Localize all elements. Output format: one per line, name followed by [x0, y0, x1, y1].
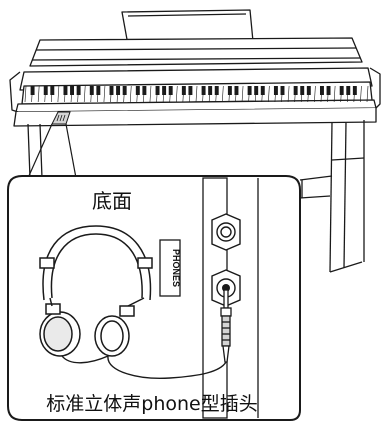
white-key-edge	[83, 85, 86, 103]
white-key-edge	[195, 85, 198, 103]
black-key	[352, 86, 357, 95]
black-key	[319, 86, 324, 95]
white-key-edge	[24, 85, 27, 103]
black-key	[234, 86, 239, 95]
black-key	[273, 86, 278, 95]
white-key-edge	[241, 85, 244, 103]
black-key	[201, 86, 206, 95]
black-key	[76, 86, 81, 95]
white-key-edge	[333, 85, 336, 103]
black-key	[214, 86, 219, 95]
black-key	[122, 86, 127, 95]
white-key-edge	[366, 85, 369, 103]
headphones-illustration	[39, 225, 153, 357]
white-key-edge	[57, 85, 60, 103]
bottom-panel-label: 底面	[92, 189, 132, 213]
black-key	[135, 86, 140, 95]
phones-label: PHONES	[171, 249, 181, 287]
black-key	[70, 86, 75, 95]
white-key-edge	[175, 85, 178, 103]
black-key	[168, 86, 173, 95]
black-key	[293, 86, 298, 95]
white-key-edge	[287, 85, 290, 103]
black-key	[208, 86, 213, 95]
black-key	[89, 86, 94, 95]
black-key	[326, 86, 331, 95]
headphone-cable	[107, 355, 227, 380]
black-key	[142, 86, 147, 95]
white-key-edge	[222, 85, 224, 103]
black-key	[227, 86, 232, 95]
white-key-edge	[314, 85, 316, 103]
black-key	[155, 86, 160, 95]
black-key	[247, 86, 252, 95]
white-key-edge	[129, 85, 132, 103]
phone-plug	[220, 289, 232, 363]
white-key-edge	[149, 85, 152, 103]
black-key	[43, 86, 48, 95]
black-key	[181, 86, 186, 95]
phone-jack-2	[211, 269, 241, 307]
black-key	[280, 86, 285, 95]
black-key	[162, 86, 167, 95]
black-key	[50, 86, 55, 95]
plug-caption: 标准立体声phone型插头	[46, 393, 257, 415]
callout-lines	[27, 123, 77, 179]
white-key-edge	[37, 85, 40, 103]
white-key-edge	[103, 85, 106, 103]
detail-panel: PHONES	[7, 175, 301, 421]
keyboard-keys	[24, 85, 369, 103]
black-key	[30, 86, 35, 95]
black-key	[306, 86, 311, 95]
phone-jack-1	[211, 213, 241, 251]
piano-illustration	[9, 9, 381, 273]
white-key-edge	[360, 85, 362, 103]
white-key-edge	[268, 85, 270, 103]
phones-label-plate: PHONES	[159, 239, 181, 297]
black-key	[346, 86, 351, 95]
black-key	[254, 86, 259, 95]
black-key	[260, 86, 265, 95]
black-key	[339, 86, 344, 95]
jack-location-marker	[51, 111, 71, 125]
black-key	[63, 86, 68, 95]
black-key	[188, 86, 193, 95]
black-key	[96, 86, 101, 95]
black-key	[116, 86, 121, 95]
black-key	[109, 86, 114, 95]
black-key	[300, 86, 305, 95]
